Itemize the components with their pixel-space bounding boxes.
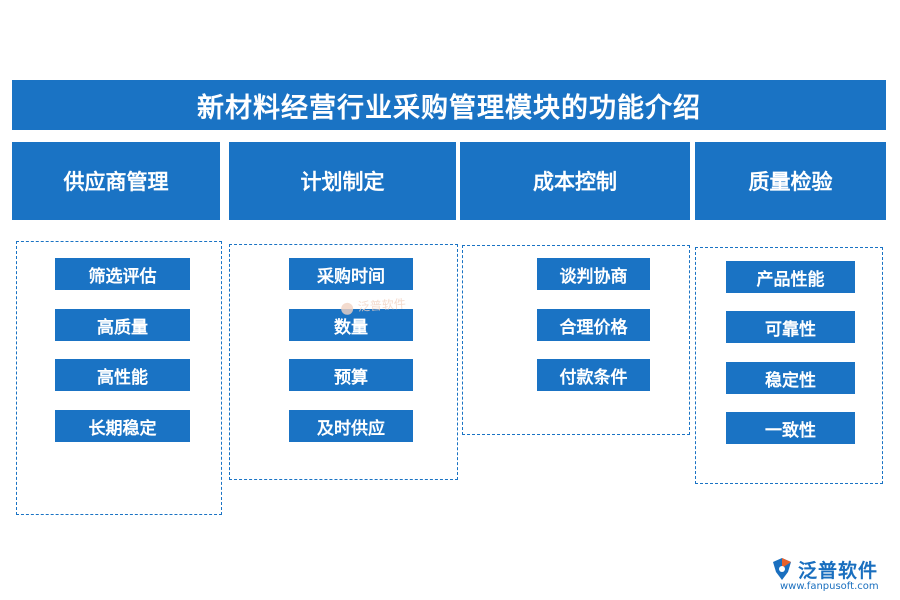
fanpu-logo-icon (773, 558, 791, 580)
module-item: 采购时间 (289, 258, 413, 290)
module-item: 数量 (289, 309, 413, 341)
module-item: 谈判协商 (537, 258, 650, 290)
logo-url: www.fanpusoft.com (780, 581, 879, 592)
module-item: 预算 (289, 359, 413, 391)
watermark: 泛普软件 (339, 295, 406, 317)
module-item: 长期稳定 (55, 410, 190, 442)
module-item: 及时供应 (289, 410, 413, 442)
brand-logo: 泛普软件 www.fanpusoft.com (768, 556, 892, 596)
watermark-logo-icon (341, 302, 354, 315)
module-item: 可靠性 (726, 311, 855, 343)
logo-name: 泛普软件 (798, 560, 879, 582)
module-item: 产品性能 (726, 261, 855, 293)
module-item: 筛选评估 (55, 258, 190, 290)
diagram-title: 新材料经营行业采购管理模块的功能介绍 (12, 80, 886, 130)
module-item: 高质量 (55, 309, 190, 341)
module-panel-quality (695, 247, 883, 484)
module-panel-cost (462, 245, 690, 435)
module-panel-supplier (16, 241, 222, 515)
module-item: 付款条件 (537, 359, 650, 391)
module-header-supplier: 供应商管理 (12, 142, 220, 220)
module-item: 一致性 (726, 412, 855, 444)
module-header-quality: 质量检验 (695, 142, 886, 220)
module-header-planning: 计划制定 (229, 142, 456, 220)
module-item: 稳定性 (726, 362, 855, 394)
module-header-cost: 成本控制 (460, 142, 690, 220)
watermark-text: 泛普软件 (357, 296, 407, 315)
module-item: 高性能 (55, 359, 190, 391)
module-item: 合理价格 (537, 309, 650, 341)
module-panel-planning (229, 244, 458, 480)
